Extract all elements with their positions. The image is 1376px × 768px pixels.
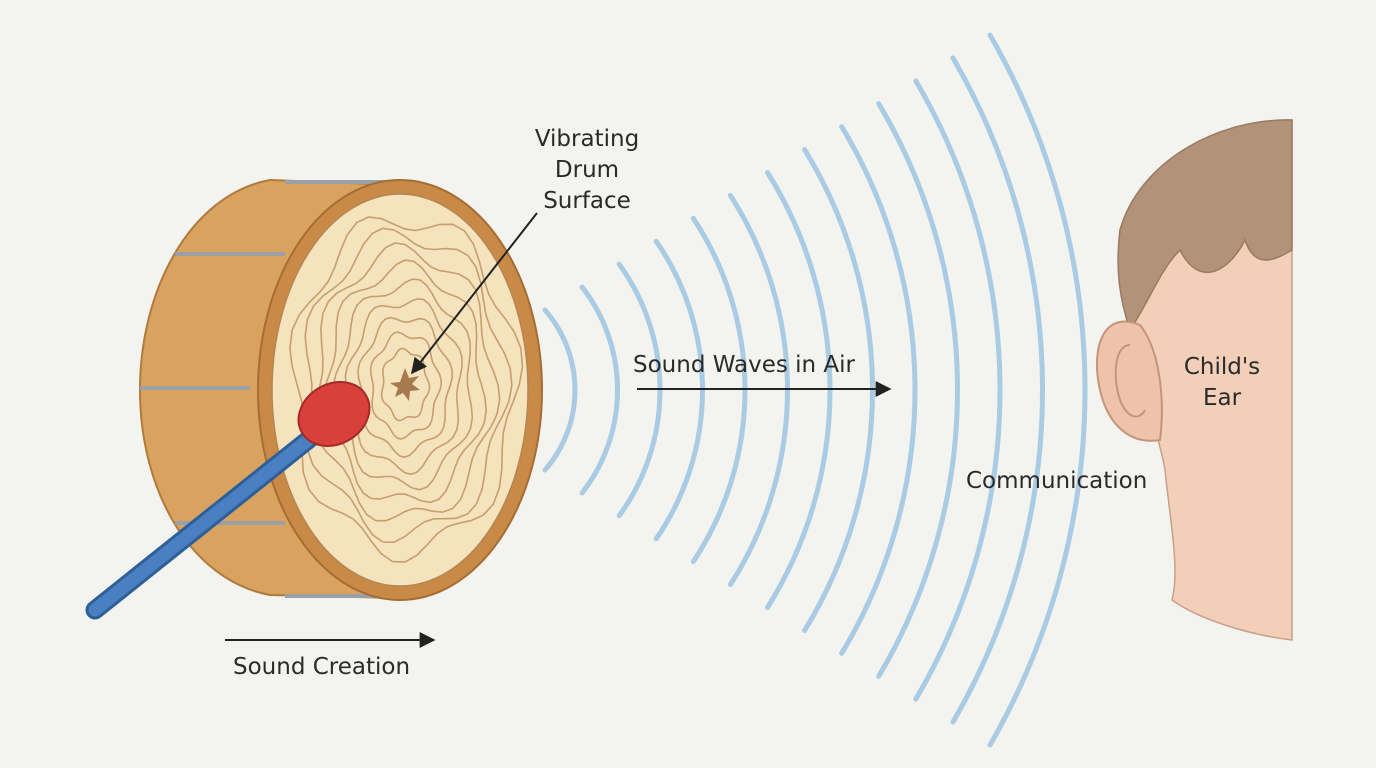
ripple-ring bbox=[380, 347, 431, 422]
label-line: Child's bbox=[1183, 354, 1261, 380]
label-line: Drum bbox=[554, 157, 620, 183]
mallet-head bbox=[297, 381, 371, 447]
sound-waves-label: Sound Waves in Air bbox=[633, 352, 856, 378]
ripple-ring bbox=[369, 331, 443, 440]
hair bbox=[1117, 119, 1293, 332]
communication-label: Communication bbox=[966, 468, 1148, 494]
leader-arrow bbox=[411, 212, 538, 375]
label-line: Surface bbox=[543, 188, 631, 214]
sound-creation-label: Sound Creation bbox=[233, 654, 411, 680]
label-line: Ear bbox=[1202, 385, 1242, 411]
sound-wave-arc bbox=[839, 124, 918, 656]
sound-wave-arc bbox=[987, 32, 1088, 748]
ripple-ring bbox=[312, 242, 501, 522]
ripple-ring bbox=[357, 316, 454, 459]
mallet bbox=[85, 381, 371, 620]
ripple-ring bbox=[304, 227, 513, 544]
sound-wave-arc bbox=[579, 284, 620, 496]
center-point bbox=[390, 368, 420, 401]
sound-wave-arc bbox=[542, 307, 578, 473]
sound-wave-arc bbox=[876, 101, 960, 679]
ripple-ring bbox=[289, 216, 524, 563]
child-head bbox=[1096, 119, 1293, 641]
vibrating-surface-label: Vibrating Drum Surface bbox=[507, 124, 667, 217]
tension-rods bbox=[140, 180, 385, 598]
childs-ear-label: Child's Ear bbox=[1162, 352, 1282, 414]
drum bbox=[138, 178, 543, 601]
label-line: Vibrating bbox=[534, 126, 640, 152]
sound-wave-arc bbox=[950, 55, 1045, 725]
sound-wave-arc bbox=[913, 78, 1003, 702]
ear-icon bbox=[1096, 320, 1163, 442]
